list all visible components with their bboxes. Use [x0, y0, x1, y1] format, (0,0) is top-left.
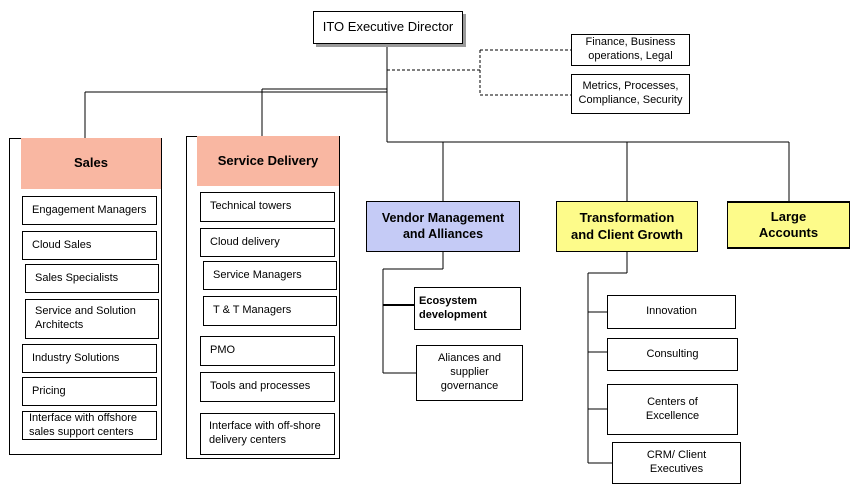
service-delivery-header: Service Delivery	[197, 136, 339, 186]
sales-item: Pricing	[22, 377, 157, 406]
metrics-box: Metrics, Processes, Compliance, Security	[571, 74, 690, 114]
service-delivery-item-label: Interface with off-shore delivery center…	[209, 420, 321, 446]
sales-item-label: Pricing	[32, 384, 66, 397]
transformation-title: Transformation and Client Growth	[571, 210, 683, 242]
service-delivery-item: Cloud delivery	[200, 228, 335, 257]
metrics-label: Metrics, Processes, Compliance, Security	[578, 80, 683, 106]
vendor-item: Aliances and supplier governance	[416, 345, 523, 401]
service-delivery-item-label: Tools and processes	[210, 380, 311, 393]
director-label: ITO Executive Director	[322, 19, 454, 35]
sales-header: Sales	[21, 138, 161, 189]
director-box: ITO Executive Director	[313, 11, 463, 44]
service-delivery-item-label: Technical towers	[210, 200, 292, 213]
vendor-management-title: Vendor Management and Alliances	[381, 210, 505, 241]
transformation-item: Consulting	[607, 338, 738, 371]
transformation-header: Transformation and Client Growth	[556, 201, 698, 252]
sales-item-label: Engagement Managers	[32, 203, 147, 216]
sales-item-label: Interface with offshore sales support ce…	[29, 411, 138, 438]
service-delivery-title: Service Delivery	[217, 152, 319, 168]
sales-item: Sales Specialists	[25, 264, 159, 293]
sales-item: Cloud Sales	[22, 231, 157, 260]
sales-title: Sales	[74, 155, 108, 171]
transformation-item-label: CRM/ Client Executives	[646, 449, 707, 475]
service-delivery-item-label: PMO	[210, 344, 236, 357]
service-delivery-item-label: T & T Managers	[213, 304, 292, 317]
service-delivery-item: T & T Managers	[203, 296, 337, 326]
transformation-item-label: Consulting	[646, 347, 699, 360]
vendor-item-label: Ecosystem development	[419, 294, 487, 321]
service-delivery-item: Service Managers	[203, 261, 337, 290]
service-delivery-item: Interface with off-shore delivery center…	[200, 413, 335, 455]
service-delivery-item-label: Service Managers	[213, 268, 302, 281]
sales-item: Engagement Managers	[22, 196, 157, 225]
sales-item-label: Sales Specialists	[35, 271, 119, 284]
vendor-item-label: Aliances and supplier governance	[438, 352, 501, 392]
large-accounts-header: Large Accounts	[727, 201, 850, 249]
sales-item-label: Service and Solution Architects	[35, 305, 136, 331]
transformation-item: Innovation	[607, 295, 736, 329]
transformation-item: CRM/ Client Executives	[612, 442, 741, 484]
sales-item: Interface with offshore sales support ce…	[22, 411, 157, 440]
finance-box: Finance, Business operations, Legal	[571, 34, 690, 66]
vendor-item: Ecosystem development	[414, 287, 521, 330]
service-delivery-item: PMO	[200, 336, 335, 366]
transformation-item-label: Centers of Excellence	[645, 395, 700, 422]
service-delivery-item-label: Cloud delivery	[210, 235, 280, 248]
sales-item-label: Cloud Sales	[32, 238, 92, 251]
transformation-item-label: Innovation	[646, 305, 697, 318]
service-delivery-item: Technical towers	[200, 192, 335, 222]
large-accounts-title: Large Accounts	[758, 208, 819, 240]
sales-item: Service and Solution Architects	[25, 299, 159, 339]
vendor-management-header: Vendor Management and Alliances	[366, 201, 520, 252]
finance-label: Finance, Business operations, Legal	[585, 36, 676, 62]
service-delivery-item: Tools and processes	[200, 372, 335, 402]
sales-item-label: Industry Solutions	[32, 351, 120, 364]
transformation-item: Centers of Excellence	[607, 384, 738, 435]
sales-item: Industry Solutions	[22, 344, 157, 373]
